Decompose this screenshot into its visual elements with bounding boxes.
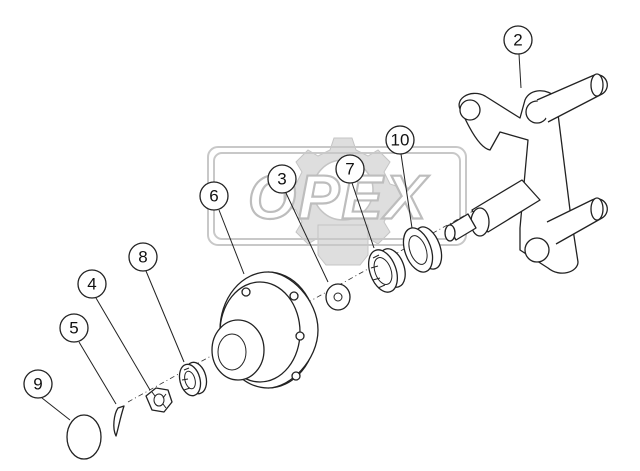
callout-5-label: 5 bbox=[69, 319, 78, 338]
callout-10: 10 bbox=[385, 125, 415, 155]
callout-4-label: 4 bbox=[87, 275, 96, 294]
callout-7-label: 7 bbox=[345, 160, 354, 179]
callout-5: 5 bbox=[59, 313, 89, 343]
callout-8-label: 8 bbox=[138, 248, 147, 267]
callout-6-label: 6 bbox=[209, 187, 218, 206]
leader-10 bbox=[400, 153, 413, 229]
seal-ring-part bbox=[402, 226, 443, 273]
callout-10-label: 10 bbox=[391, 131, 410, 150]
callout-3-label: 3 bbox=[277, 170, 286, 189]
leader-lines bbox=[41, 53, 522, 421]
callout-7: 7 bbox=[335, 154, 365, 184]
leader-6 bbox=[218, 209, 245, 275]
leader-5 bbox=[78, 341, 117, 405]
wheel-hub-part bbox=[211, 271, 319, 389]
leader-3 bbox=[285, 192, 329, 283]
leader-7 bbox=[351, 182, 375, 249]
callout-9: 9 bbox=[23, 369, 53, 399]
cotter-pin-part bbox=[113, 405, 125, 437]
callout-4: 4 bbox=[77, 269, 107, 299]
callout-6: 6 bbox=[199, 181, 229, 211]
castle-nut-part bbox=[145, 387, 173, 413]
inner-bearing-part bbox=[368, 248, 406, 293]
callout-2: 2 bbox=[503, 25, 533, 55]
callout-9-label: 9 bbox=[33, 375, 42, 394]
axle-bracket-part bbox=[444, 73, 608, 274]
leader-2 bbox=[518, 53, 522, 89]
callout-3: 3 bbox=[267, 164, 297, 194]
leader-9 bbox=[41, 397, 71, 421]
callout-8: 8 bbox=[128, 242, 158, 272]
leader-8 bbox=[145, 270, 185, 363]
callout-2-label: 2 bbox=[513, 31, 522, 50]
washer-part bbox=[325, 283, 351, 311]
outer-bearing-part bbox=[178, 361, 208, 397]
dust-cap-part bbox=[66, 414, 102, 460]
leader-4 bbox=[95, 297, 151, 391]
